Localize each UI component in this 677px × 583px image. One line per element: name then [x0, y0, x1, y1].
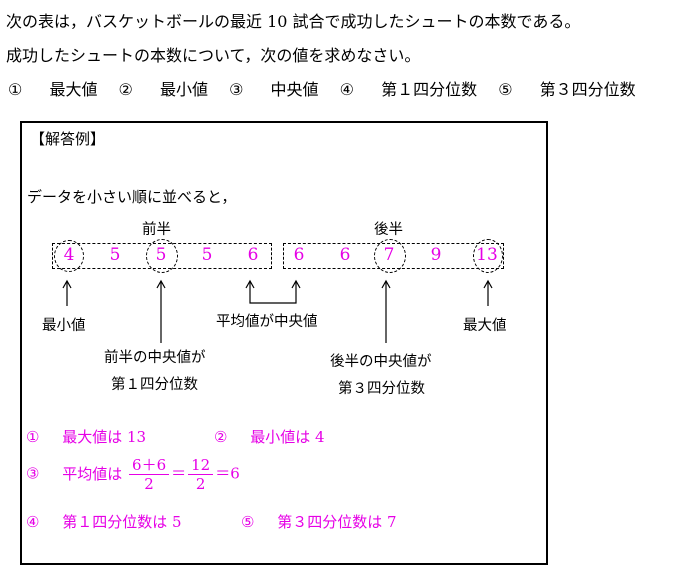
fraction-1: 6＋6 2: [129, 456, 170, 493]
data-value: 4: [63, 245, 75, 265]
fraction-2: 12 2: [188, 456, 214, 493]
item-number: ②: [118, 80, 133, 99]
result-2: ② 最小値は 4: [214, 426, 325, 447]
data-value: 6: [247, 245, 259, 265]
median-label: 平均値が中央値: [216, 314, 318, 330]
data-value: 13: [476, 245, 498, 265]
q1-label-line-1: 前半の中央値が: [104, 350, 206, 366]
result-number: ③: [26, 464, 40, 483]
equals-result: ＝6: [215, 464, 240, 483]
question-line-2: 成功したシュートの本数について，次の値を求めなさい。: [6, 46, 421, 65]
data-value: 7: [383, 245, 395, 265]
item-number: ④: [339, 80, 354, 99]
question-items: ① 最大値 ② 最小値 ③ 中央値 ④ 第１四分位数 ⑤ 第３四分位数: [8, 76, 636, 100]
item-label-max: 最大値: [49, 80, 98, 99]
q1-arrow-icon: [156, 279, 166, 343]
median-bracket-icon: [245, 279, 301, 304]
min-circle: [54, 240, 84, 272]
item-number: ①: [8, 80, 23, 99]
item-label-min: 最小値: [159, 80, 208, 99]
item-number: ③: [229, 80, 244, 99]
max-arrow-icon: [483, 279, 493, 306]
fraction-denominator: 2: [144, 475, 154, 493]
result-5: ⑤ 第３四分位数は 7: [241, 511, 397, 532]
data-value: 6: [293, 245, 305, 265]
result-1: ① 最大値は 13: [26, 426, 146, 447]
q3-label-line-2: 第３四分位数: [338, 381, 425, 397]
data-value: 5: [201, 245, 213, 265]
q3-circle: [374, 239, 406, 273]
q3-arrow-icon: [381, 279, 391, 343]
question-line-1: 次の表は，バスケットボールの最近 10 試合で成功したシュートの本数である。: [6, 12, 581, 31]
fraction-numerator: 12: [188, 456, 214, 475]
data-value: 5: [109, 245, 121, 265]
min-label: 最小値: [42, 318, 86, 334]
max-circle: [473, 239, 503, 273]
result-text: 第１四分位数は 5: [62, 513, 182, 531]
item-label-median: 中央値: [270, 80, 319, 99]
q3-label-line-1: 後半の中央値が: [330, 354, 432, 370]
answer-intro: データを小さい順に並べると，: [27, 188, 237, 206]
first-half-label: 前半: [142, 222, 171, 238]
result-text: 第３四分位数は 7: [277, 513, 397, 531]
item-label-q3: 第３四分位数: [539, 80, 636, 99]
fraction-denominator: 2: [195, 475, 206, 493]
q1-circle: [146, 239, 178, 273]
equals: ＝: [171, 464, 187, 483]
q1-label-line-2: 第１四分位数: [111, 377, 198, 393]
result-number: ⑤: [241, 513, 255, 531]
min-arrow-icon: [62, 279, 72, 306]
result-number: ①: [26, 428, 40, 446]
data-value: 5: [155, 245, 167, 265]
max-label: 最大値: [463, 318, 507, 334]
second-half-label: 後半: [374, 222, 403, 238]
data-value: 6: [339, 245, 351, 265]
result-text: 最小値は 4: [250, 428, 325, 446]
data-value: 9: [430, 245, 442, 265]
answer-heading: 【解答例】: [30, 130, 106, 148]
fraction-numerator: 6＋6: [129, 456, 170, 475]
result-text: 最大値は 13: [62, 428, 147, 446]
item-label-q1: 第１四分位数: [381, 80, 478, 99]
result-number: ④: [26, 513, 40, 531]
result-4: ④ 第１四分位数は 5: [26, 511, 182, 532]
answer-box: [20, 121, 548, 565]
result-number: ②: [214, 428, 228, 446]
result-3: ③ 平均値は 6＋6 2 ＝ 12 2 ＝6: [26, 456, 240, 493]
result-text: 平均値は: [62, 464, 123, 483]
item-number: ⑤: [498, 80, 513, 99]
